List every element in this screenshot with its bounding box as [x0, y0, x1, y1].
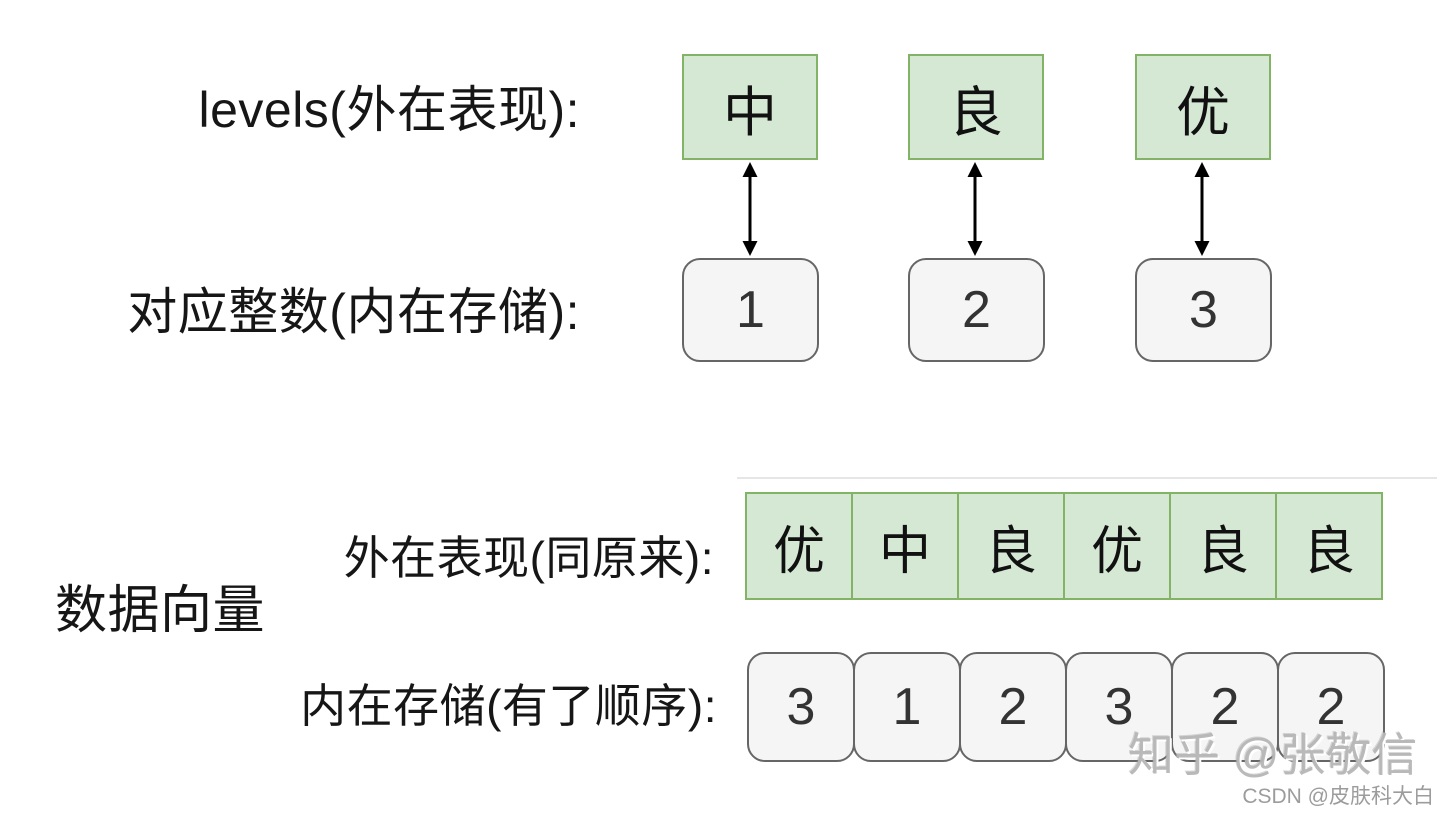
appearance-cell-label: 良: [984, 522, 1037, 581]
appearance-cell: 良: [1275, 492, 1383, 600]
double-arrow-icon: [1194, 162, 1210, 256]
storage-cell: 3: [747, 652, 855, 762]
integer-box-1: 1: [682, 258, 819, 362]
appearance-cell: 优: [1063, 492, 1171, 600]
integers-label: 对应整数(内在存储):: [127, 284, 580, 340]
appearance-cell-label: 良: [1196, 522, 1249, 581]
data-vector-label: 数据向量: [55, 582, 266, 640]
storage-label: 内在存储(有了顺序):: [300, 680, 717, 732]
storage-cell-value: 2: [998, 678, 1028, 736]
integer-box-3: 3: [1135, 258, 1272, 362]
storage-cell: 1: [853, 652, 961, 762]
levels-label: levels(外在表现):: [198, 82, 580, 138]
level-box-label: 优: [1176, 82, 1230, 143]
storage-cell-value: 1: [892, 678, 922, 736]
integer-box-2: 2: [908, 258, 1045, 362]
level-box-zhong: 中: [682, 54, 818, 160]
appearance-cell: 中: [851, 492, 959, 600]
storage-cell: 2: [959, 652, 1067, 762]
storage-row: 3 1 2 3 2 2: [747, 652, 1385, 762]
appearance-cell: 优: [745, 492, 853, 600]
appearance-cell: 良: [957, 492, 1065, 600]
storage-cell-value: 2: [1316, 678, 1346, 736]
storage-cell: 2: [1171, 652, 1279, 762]
level-box-label: 中: [723, 82, 777, 143]
appearance-cell-label: 中: [878, 522, 931, 581]
storage-cell: 2: [1277, 652, 1385, 762]
divider-line: [737, 477, 1437, 479]
appearance-cell: 良: [1169, 492, 1277, 600]
appearance-row: 优 中 良 优 良 良: [745, 492, 1383, 600]
integer-box-value: 2: [962, 281, 991, 339]
level-box-you: 优: [1135, 54, 1271, 160]
zhihu-watermark: 知乎 @张敬信: [1128, 729, 1418, 781]
appearance-cell-label: 优: [772, 522, 825, 581]
storage-cell-value: 3: [786, 678, 816, 736]
double-arrow-icon: [967, 162, 983, 256]
csdn-watermark: CSDN @皮肤科大白: [1242, 785, 1434, 808]
level-box-liang: 良: [908, 54, 1044, 160]
appearance-label: 外在表现(同原来):: [343, 532, 714, 584]
double-arrow-icon: [742, 162, 758, 256]
appearance-cell-label: 优: [1090, 522, 1143, 581]
storage-cell-value: 3: [1104, 678, 1134, 736]
integer-box-value: 1: [736, 281, 765, 339]
storage-cell: 3: [1065, 652, 1173, 762]
level-box-label: 良: [949, 82, 1003, 143]
storage-cell-value: 2: [1210, 678, 1240, 736]
integer-box-value: 3: [1189, 281, 1218, 339]
appearance-cell-label: 良: [1302, 522, 1355, 581]
